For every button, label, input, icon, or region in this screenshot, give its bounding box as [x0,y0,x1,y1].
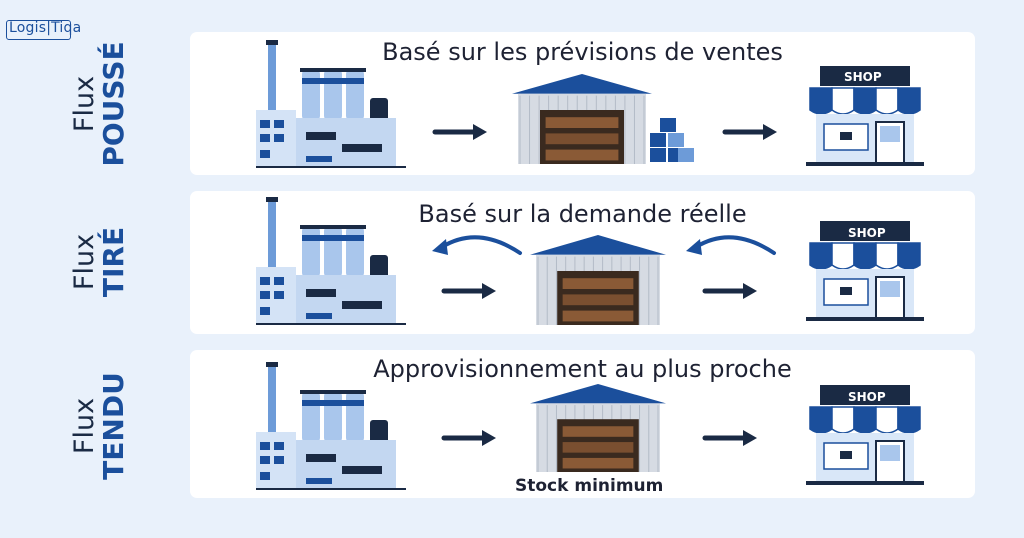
shop-icon [806,66,924,166]
row-3-side-label: Flux TENDU [60,346,140,506]
factory-icon [256,362,406,490]
row-3-label-top: Flux [69,397,101,455]
row-1-label-bottom: POUSSÉ [97,41,131,167]
row-1-side-label: Flux POUSSÉ [60,24,140,184]
arrow-right-icon [432,124,487,140]
arrow-right-icon [722,124,777,140]
shop-icon [806,385,924,485]
row-2-side-label: Flux TIRÉ [60,182,140,342]
row-flux-tire: Basé sur la demande réelle SHOP [190,191,975,334]
row-flux-pousse: Basé sur les prévisions de ventes SH [190,32,975,175]
arrow-right-icon [702,283,757,299]
row-1-shop-sign: SHOP [844,70,882,84]
curved-arrow-left-icon [686,235,776,255]
factory-icon [256,40,406,168]
row-2-label-bottom: TIRÉ [97,226,131,298]
row-2-heading: Basé sur la demande réelle [418,200,747,228]
curved-arrow-left-icon [432,235,522,255]
row-3-heading: Approvisionnement au plus proche [373,355,792,383]
warehouse-icon [530,384,666,472]
row-3-label-bottom: TENDU [97,372,131,480]
arrow-right-icon [441,283,496,299]
row-2-shop-sign: SHOP [848,226,886,240]
brand-logo: Logis|Tiqa [6,18,81,42]
arrow-right-icon [441,430,496,446]
row-3-shop-sign: SHOP [848,390,886,404]
factory-icon [256,197,406,325]
brand-logo-text: Logis|Tiqa [9,20,82,36]
pallet-boxes-icon [650,118,694,162]
warehouse-icon [530,235,666,325]
shop-icon [806,221,924,321]
row-2-label-top: Flux [69,233,101,291]
warehouse-icon [512,74,652,164]
row-3-caption: Stock minimum [515,476,664,496]
arrow-right-icon [702,430,757,446]
row-1-heading: Basé sur les prévisions de ventes [382,38,783,66]
row-flux-tendu: Approvisionnement au plus proche Stock m… [190,350,975,498]
row-1-label-top: Flux [69,75,101,133]
